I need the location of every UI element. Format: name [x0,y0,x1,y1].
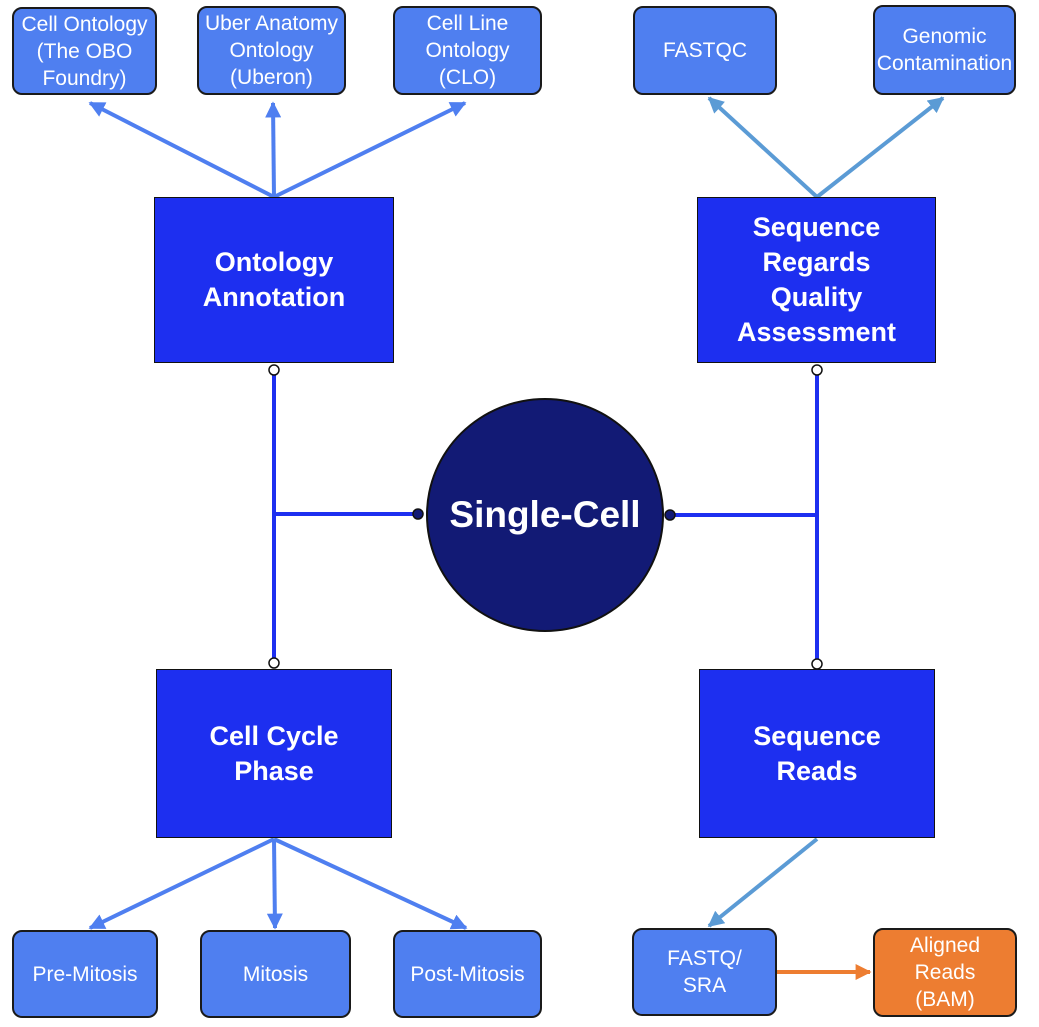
node-sequence-reads: Sequence Reads [699,669,935,838]
node-uberon: Uber Anatomy Ontology (Uberon) [197,6,346,95]
arrow-cellcycle-to-post-mitosis [273,837,468,930]
arrow-quality-to-fastqc [707,96,819,199]
node-post-mitosis: Post-Mitosis [393,930,542,1018]
arrow-ontology-to-clo [273,101,467,199]
node-ontology-annotation: Ontology Annotation [154,197,394,363]
arrow-cellcycle-to-mitosis [266,838,283,930]
arrow-cellcycle-to-pre-mitosis [88,837,275,930]
arrow-reads-to-fastq [707,837,819,928]
connector-end-dot [412,508,424,520]
node-single-cell: Single-Cell [426,398,664,632]
arrow-quality-to-genomic-contamination [815,96,945,199]
node-pre-mitosis: Pre-Mitosis [12,930,158,1018]
connector-end-dot [664,509,676,521]
arrow-ontology-to-uberon [265,101,282,198]
node-genomic-contamination: Genomic Contamination [873,5,1016,95]
node-sequence-quality-assessment: Sequence Regards Quality Assessment [697,197,936,363]
node-mitosis: Mitosis [200,930,351,1018]
connector-end-dot [811,658,823,670]
node-clo: Cell Line Ontology (CLO) [393,6,542,95]
connector-end-dot [268,364,280,376]
node-aligned-reads-bam: Aligned Reads (BAM) [873,928,1017,1017]
arrow-ontology-to-cell-ontology [88,101,275,199]
connector-end-dot [811,364,823,376]
node-cell-ontology: Cell Ontology (The OBO Foundry) [12,7,157,95]
node-fastqc: FASTQC [633,6,777,95]
connector-end-dot [268,657,280,669]
node-cell-cycle-phase: Cell Cycle Phase [156,669,392,838]
node-fastq-sra: FASTQ/ SRA [632,928,777,1016]
